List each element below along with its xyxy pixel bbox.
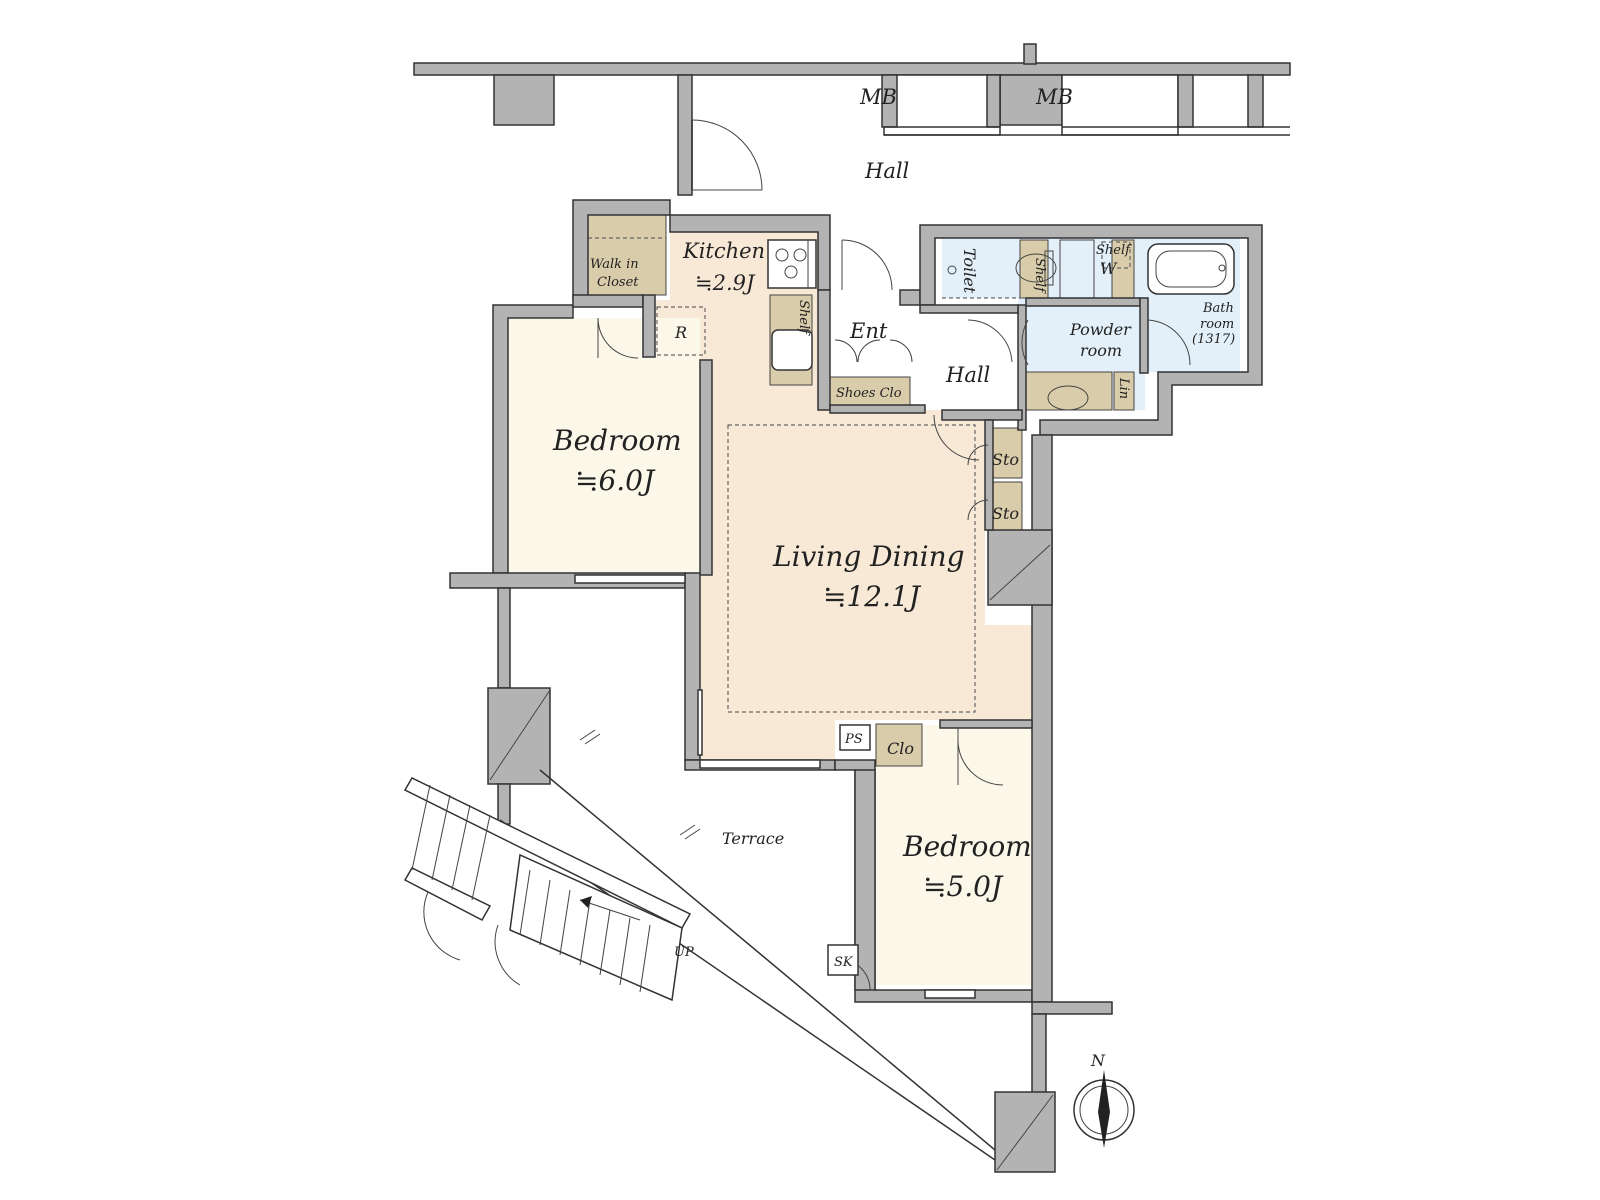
bath-label-1: Bath — [1202, 301, 1234, 316]
bedroom1-size-label: ≒6.0J — [575, 464, 656, 497]
bedroom2-label: Bedroom — [902, 830, 1032, 863]
toilet-shelf-label: Shelf — [1032, 258, 1047, 294]
ps-label: PS — [844, 732, 863, 747]
storage-label-1: Sto — [992, 450, 1019, 469]
terrace-stairs — [403, 729, 996, 1161]
terrace-label: Terrace — [722, 829, 784, 848]
bath-label-2: room — [1200, 317, 1234, 332]
kitchen-counter — [767, 239, 817, 371]
living-dining-label: Living Dining — [772, 540, 965, 573]
bath-label-3: (1317) — [1192, 332, 1235, 347]
fridge-space — [656, 306, 706, 356]
bedroom2-size-label: ≒5.0J — [923, 870, 1004, 903]
sk-label: SK — [834, 955, 854, 970]
floor-fills — [508, 232, 1240, 985]
inner-hall-label: Hall — [945, 363, 990, 387]
bedroom1-label: Bedroom — [552, 424, 682, 457]
north-compass-icon — [1073, 1070, 1135, 1148]
shelf-w-label: Shelf — [1096, 243, 1132, 258]
hall-top-label: Hall — [864, 159, 909, 183]
ent-label: Ent — [849, 319, 888, 343]
apartment-walls — [449, 199, 1263, 1173]
corridor-door — [691, 119, 763, 191]
interior-doors — [597, 239, 1191, 991]
kitchen-size-label: ≒2.9J — [695, 271, 756, 295]
washer-label: W — [1100, 259, 1118, 278]
corridor-wall — [413, 43, 1291, 196]
living-dining-size-label: ≒12.1J — [823, 580, 922, 613]
fridge-label: R — [674, 323, 687, 342]
walk-in-label-2: Closet — [597, 275, 639, 290]
kitchen-shelf-label: Shelf — [796, 300, 811, 336]
linen-label: Lin — [1116, 377, 1131, 399]
powder-label-1: Powder — [1069, 320, 1132, 339]
mb-label-right: MB — [1035, 85, 1073, 109]
clo-label: Clo — [887, 739, 914, 758]
walk-in-label-1: Walk in — [590, 257, 639, 272]
toilet-label: Toilet — [960, 248, 979, 294]
bedroom2-floor — [875, 725, 1032, 985]
powder-label-2: room — [1080, 341, 1122, 360]
inner-hall-floor — [920, 310, 1015, 410]
storage-label-2: Sto — [992, 504, 1019, 523]
stairs-up-label: UP — [674, 945, 694, 960]
living-dining-rug — [727, 424, 976, 713]
mb-label-left: MB — [859, 85, 897, 109]
north-label: N — [1090, 1051, 1106, 1070]
room-labels: MB MB Hall Kitchen ≒2.9J Walk in Closet … — [552, 85, 1235, 1070]
shoes-clo-label: Shoes Clo — [836, 386, 902, 401]
kitchen-label: Kitchen — [682, 239, 765, 263]
windows — [574, 574, 976, 999]
living-dining-floor — [650, 232, 1032, 760]
bedroom1-floor — [508, 318, 700, 573]
